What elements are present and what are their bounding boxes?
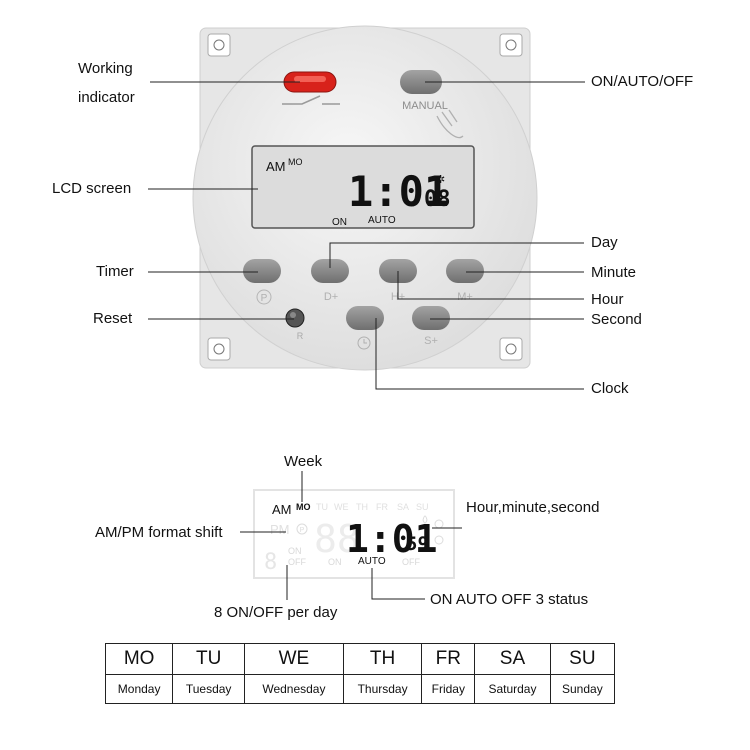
lcd-ampm: AM xyxy=(266,159,286,174)
callout-lines xyxy=(148,81,585,390)
table-cell: Wednesday xyxy=(244,674,344,704)
table-cell: Tuesday xyxy=(172,674,246,704)
lcd-status-auto: AUTO xyxy=(368,215,396,226)
detail-off-small: OFF xyxy=(288,557,306,567)
lcd-screen-label: LCD screen xyxy=(52,180,132,197)
svg-text:MO: MO xyxy=(296,502,311,512)
detail-status-auto: AUTO xyxy=(358,556,386,567)
table-cell: SU xyxy=(549,643,616,675)
svg-text:SU: SU xyxy=(416,502,429,512)
table-cell: WE xyxy=(244,643,344,675)
detail-callout-lines xyxy=(240,471,462,600)
detail-time: 1:01 xyxy=(346,517,438,561)
ampm-shift-label: AM/PM format shift xyxy=(95,524,223,541)
table-cell: FR xyxy=(421,643,476,675)
lcd-detail-panel xyxy=(253,489,455,579)
detail-seconds: 59 xyxy=(406,533,429,555)
clock-label: Clock xyxy=(591,380,629,397)
detail-on-small: ON xyxy=(288,546,302,556)
detail-program-digit: 8 xyxy=(264,550,277,575)
detail-am: AM xyxy=(272,502,292,517)
program-circle-icon xyxy=(256,289,272,305)
detail-status-on: ON xyxy=(328,557,342,567)
sun-icon: ✲ xyxy=(436,174,445,186)
mounting-holes xyxy=(207,33,523,361)
table-cell: Sunday xyxy=(549,674,616,704)
detail-pm: PM xyxy=(270,522,290,537)
table-cell: Friday xyxy=(421,674,476,704)
day-label: Day xyxy=(591,234,618,251)
lcd-detail-diagram: AM PM P MO TU WE TH FR SA SU 88 1:01 59 … xyxy=(240,471,462,600)
minute-button-label: M+ xyxy=(457,291,473,303)
minute-button[interactable] xyxy=(446,259,484,283)
detail-circled-p: P xyxy=(300,527,305,534)
minute-label: Minute xyxy=(591,264,637,281)
table-row: MO TU WE TH FR SA SU xyxy=(104,643,616,675)
timer-label: Timer xyxy=(96,263,134,280)
days-table: MO TU WE TH FR SA SU Monday Tuesday Wedn… xyxy=(104,643,616,704)
on-off-per-day-label: 8 ON/OFF per day xyxy=(214,604,338,621)
svg-text:FR: FR xyxy=(376,502,388,512)
clock-icon xyxy=(357,336,371,350)
svg-text:WE: WE xyxy=(334,502,349,512)
detail-status-off: OFF xyxy=(402,557,420,567)
table-cell: MO xyxy=(104,643,174,675)
hour-label: Hour xyxy=(591,291,624,308)
reset-label: Reset xyxy=(93,310,133,327)
day-button[interactable] xyxy=(311,259,349,283)
detail-week-days: MO TU WE TH FR SA SU xyxy=(296,502,429,512)
day-button-label: D+ xyxy=(324,291,338,303)
table-cell: Saturday xyxy=(474,674,551,704)
manual-label: MANUAL xyxy=(402,100,448,112)
hms-label: Hour,minute,second xyxy=(466,499,600,516)
lcd-day: MO xyxy=(288,157,303,167)
lcd-screen xyxy=(251,145,475,229)
reset-button-label: R xyxy=(297,331,304,341)
second-label: Second xyxy=(591,311,642,328)
svg-text:SA: SA xyxy=(397,502,409,512)
second-button[interactable] xyxy=(412,306,450,330)
table-cell: TU xyxy=(172,643,246,675)
detail-bell-icon xyxy=(422,515,428,524)
second-button-label: S+ xyxy=(424,335,438,347)
timer-button[interactable] xyxy=(243,259,281,283)
program-button-label: P xyxy=(261,293,268,304)
detail-ghost-digits: 88 xyxy=(314,517,360,561)
detail-indicator-icon-2 xyxy=(434,535,444,545)
switch-symbol xyxy=(282,95,340,105)
lcd-status-on: ON xyxy=(332,217,347,228)
table-row: Monday Tuesday Wednesday Thursday Friday… xyxy=(104,674,616,704)
table-cell: TH xyxy=(342,643,423,675)
reset-button[interactable] xyxy=(285,308,305,328)
on-auto-off-button[interactable] xyxy=(400,70,442,94)
on-auto-off-label: ON/AUTO/OFF xyxy=(591,73,694,90)
timer-device: MANUAL AM MO 1:01 08 ✲ ON AUTO P D+ H+ M… xyxy=(148,25,585,390)
lcd-time: 1:01 xyxy=(348,167,449,216)
status-label: ON AUTO OFF 3 status xyxy=(430,591,589,608)
table-cell: SA xyxy=(474,643,551,675)
table-cell: Thursday xyxy=(342,674,423,704)
week-label: Week xyxy=(284,453,323,470)
working-indicator-label-line2: indicator xyxy=(78,89,135,106)
lcd-seconds: 08 xyxy=(424,187,451,212)
clock-button[interactable] xyxy=(346,306,384,330)
table-cell: Monday xyxy=(104,674,174,704)
hand-press-icon xyxy=(436,109,464,139)
svg-text:TU: TU xyxy=(316,502,328,512)
svg-text:TH: TH xyxy=(356,502,368,512)
working-indicator-label-line1: Working xyxy=(78,60,133,77)
